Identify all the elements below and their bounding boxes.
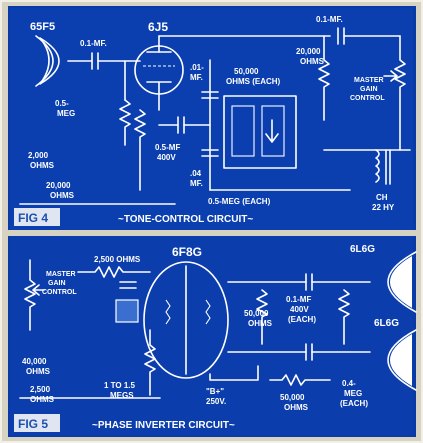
fig5-res-1to15-unit: MEGS xyxy=(110,391,134,400)
fig4-res-halfmeg-label: 0.5- xyxy=(55,99,69,108)
fig5-6f8g-heater xyxy=(165,299,211,325)
fig5-res-50000-bottom-label: 50,000 xyxy=(280,393,305,402)
fig4-cap04-label: .04 xyxy=(190,169,202,178)
fig4-cap01-label-2: MF. xyxy=(190,73,203,82)
fig5-res-2500-bottom-unit: OHMS xyxy=(30,395,55,404)
fig4-res-20000-top-unit: OHMS xyxy=(300,57,325,66)
fig4-label-box xyxy=(14,208,60,226)
fig4-cap-input-label: 0.1-MF. xyxy=(80,39,107,48)
fig4-choke-label: CH xyxy=(376,193,388,202)
fig4-cap05-label: 0.5-MF xyxy=(155,143,180,152)
panel-divider xyxy=(8,230,416,236)
fig5-res-50000-mid-label: 50,000 xyxy=(244,309,269,318)
fig5-res-40000-unit: OHMS xyxy=(26,367,51,376)
fig4-dual-pot-inner-2 xyxy=(261,105,285,157)
fig5-tube-top-right-label: 6L6G xyxy=(350,244,375,255)
fig4-res-50000-unit: OHMS (EACH) xyxy=(226,77,281,86)
fig5-cap-01mf-label-3: (EACH) xyxy=(288,315,316,324)
fig4-tube-main-label: 6J5 xyxy=(148,20,168,34)
fig4-cap05-label-2: 400V xyxy=(157,153,176,162)
fig4-master-gain-arrow xyxy=(383,70,398,82)
fig5-master-label: MASTER xyxy=(46,271,76,278)
fig5-b-plus-label-2: 250V. xyxy=(206,397,226,406)
fig5-res-50000-mid-unit: OHMS xyxy=(248,319,273,328)
fig5-b-plus-lead xyxy=(209,365,259,381)
fig5-res-1to15-label: 1 TO 1.5 xyxy=(104,381,136,390)
fig4-tube-left-label: 65F5 xyxy=(30,21,55,33)
fig5-6l6-top-bowl xyxy=(387,251,417,313)
fig5-res-2500-top-label: 2,500 OHMS xyxy=(94,255,141,264)
fig4-caption: ~TONE-CONTROL CIRCUIT~ xyxy=(118,214,253,225)
fig5-res-04meg xyxy=(338,289,350,345)
fig4-res-halfmeg-label-2: MEG xyxy=(57,109,75,118)
fig4-res-50000-label: 50,000 xyxy=(234,67,259,76)
fig5-res-04meg-label: 0.4- xyxy=(342,379,356,388)
fig4-dual-pot xyxy=(223,95,297,169)
fig4-pot-arrow xyxy=(265,119,279,143)
fig5-figure-label: FIG 5 xyxy=(18,417,48,431)
fig4-cap-out-label: 0.1-MF. xyxy=(316,15,343,24)
fig4-cap04-label-2: MF. xyxy=(190,179,203,188)
fig5-res-04meg-label-2: MEG xyxy=(344,389,362,398)
fig4-dual-pot-inner xyxy=(231,105,255,157)
fig4-res-grid xyxy=(119,99,131,146)
fig5-res-2500-top xyxy=(77,266,151,278)
fig5-tube-main-label: 6F8G xyxy=(172,245,202,259)
fig4-tone-control-panel: 65F5 0.1-MF. 6J5 0.5- MEG 2,000 OHMS 20,… xyxy=(10,8,413,230)
fig5-res-50000-mid xyxy=(256,289,268,345)
fig5-res-2500-bottom-label: 2,500 xyxy=(30,385,51,394)
fig5-res-40000-label: 40,000 xyxy=(22,357,47,366)
fig4-input-tube-bowl xyxy=(35,35,54,87)
fig4-res-20000-top xyxy=(318,35,330,121)
fig4-master-label: MASTER xyxy=(354,77,384,84)
fig4-6j5-cathode xyxy=(146,81,172,95)
fig4-gain-label: GAIN xyxy=(360,86,378,93)
fig5-res-50000-bottom-unit: OHMS xyxy=(284,403,309,412)
fig4-res-2000-unit: OHMS xyxy=(30,161,55,170)
fig5-master-gain-arrow xyxy=(32,284,45,296)
fig5-6l6-top-tube xyxy=(390,256,412,308)
fig5-6f8g-envelope xyxy=(143,261,229,379)
fig5-6l6-bottom-tube xyxy=(390,334,412,386)
fig5-phase-inverter-panel: 6F8G 2,500 OHMS MASTER GAIN CONTROL 40,0… xyxy=(10,236,417,435)
fig5-res-50000-bottom xyxy=(269,374,331,386)
fig5-caption: ~PHASE INVERTER CIRCUIT~ xyxy=(92,420,235,431)
fig5-b-plus-label: "B+" xyxy=(206,387,224,396)
fig4-choke-coil xyxy=(375,149,380,183)
fig4-choke-core xyxy=(385,149,391,185)
fig4-res-cathode xyxy=(134,93,160,191)
fig5-tube-bottom-right-label: 6L6G xyxy=(374,318,399,329)
fig5-res-cathode xyxy=(144,329,156,396)
fig4-res-2000-label: 2,000 xyxy=(28,151,49,160)
fig4-res-20000-label: 20,000 xyxy=(46,181,71,190)
fig4-input-tube-symbol xyxy=(39,37,60,85)
fig4-choke-label-2: 22 HY xyxy=(372,203,395,212)
fig4-cap01-label: .01- xyxy=(190,63,204,72)
fig4-res-20000-unit: OHMS xyxy=(50,191,75,200)
fig5-cap-01mf-label-2: 400V xyxy=(290,305,309,314)
fig5-panel xyxy=(10,236,413,435)
fig5-bias-cell xyxy=(115,299,139,323)
fig4-control-label: CONTROL xyxy=(350,95,385,102)
fig4-res-05meg-each-label: 0.5-MEG (EACH) xyxy=(208,197,271,206)
fig5-6l6-bottom-bowl xyxy=(387,329,417,391)
fig5-label-box xyxy=(14,414,60,432)
fig4-master-gain-pot xyxy=(394,35,406,151)
fig4-panel xyxy=(10,8,413,230)
fig5-master-gain-pot xyxy=(24,259,36,331)
fig5-cap-01mf-label: 0.1-MF xyxy=(286,295,311,304)
fig4-res-20000-top-label: 20,000 xyxy=(296,47,321,56)
fig4-figure-label: FIG 4 xyxy=(18,211,48,225)
fig5-gain-label: GAIN xyxy=(48,280,66,287)
fig5-control-label: CONTROL xyxy=(42,289,77,296)
fig5-res-04meg-label-3: (EACH) xyxy=(340,399,368,408)
